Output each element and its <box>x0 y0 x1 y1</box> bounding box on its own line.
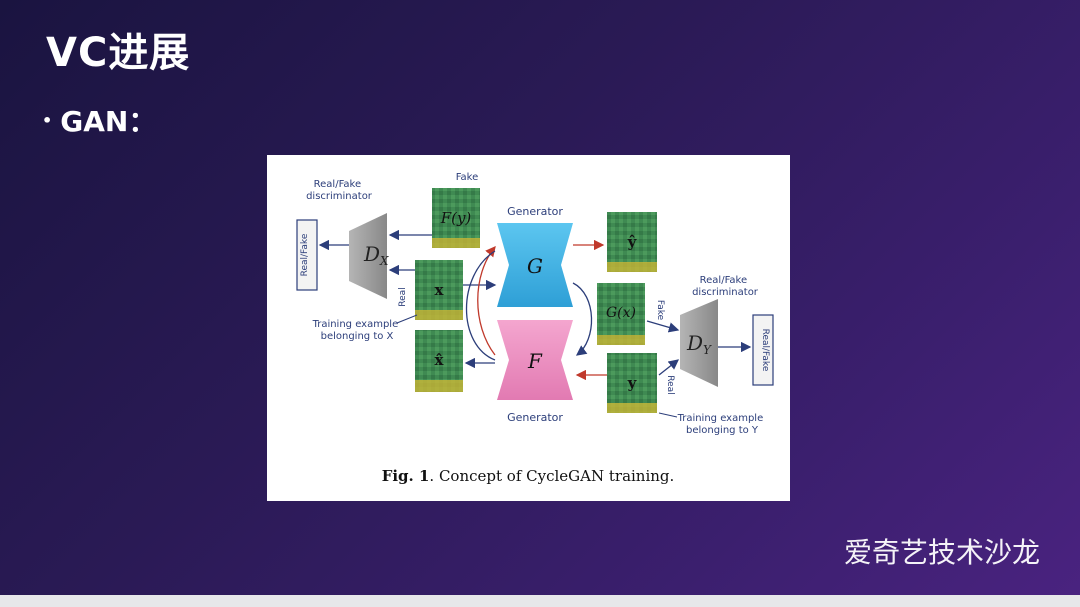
spectrogram-gx <box>597 283 645 345</box>
x-hat-label: x̂ <box>435 351 445 369</box>
training-x-label: Training example belonging to X <box>312 319 402 342</box>
gx-label: G(x) <box>606 305 636 321</box>
right-real-fake-box <box>752 314 774 386</box>
generator-top-label: Generator <box>507 205 563 218</box>
discriminator-dy <box>680 299 718 387</box>
fake-right-label: Fake <box>655 300 665 321</box>
training-y-label: Training example belonging to Y <box>677 413 767 436</box>
bullet-item: • GAN： <box>42 100 156 140</box>
figure-caption: Fig. 1. Concept of CycleGAN training. <box>382 467 675 485</box>
arrow-f-fy <box>477 245 496 356</box>
real-right-label: Real <box>665 375 675 394</box>
real-left-label: Real <box>398 287 408 306</box>
discriminator-dx <box>349 213 387 299</box>
left-real-fake-label: Real/Fake <box>300 233 310 276</box>
left-discriminator-caption: Real/Fake discriminator <box>306 179 373 202</box>
left-real-fake-box <box>296 219 318 291</box>
dx-label: DX <box>363 242 389 268</box>
generator-g <box>497 223 573 307</box>
y-real-label: y <box>627 374 638 392</box>
arrow-gx-dy <box>646 320 680 333</box>
watermark-brand: 爱奇艺技术沙龙 <box>843 536 1040 569</box>
bullet-marker: • <box>42 110 53 130</box>
right-discriminator-caption: Real/Fake discriminator <box>692 275 759 298</box>
arrow-y-dy <box>658 359 680 376</box>
generator-bottom-label: Generator <box>507 411 563 424</box>
bottom-strip <box>0 595 1080 607</box>
x-label: x <box>435 281 445 299</box>
cyclegan-diagram: Real/Fake DX Real/Fake discriminator F(y… <box>296 172 774 485</box>
fake-top-label: Fake <box>456 172 479 183</box>
cyclegan-figure: Real/Fake DX Real/Fake discriminator F(y… <box>267 155 790 501</box>
dy-label: DY <box>686 331 712 357</box>
y-hat-label: ŷ <box>627 233 638 251</box>
slide-title: VC进展 <box>46 30 191 76</box>
generator-f <box>497 320 573 400</box>
fy-label: F(y) <box>440 209 472 227</box>
f-label: F <box>527 349 543 373</box>
g-label: G <box>527 254 543 278</box>
arrow-g-f-cycle <box>572 282 593 356</box>
bullet-text: GAN： <box>60 105 157 138</box>
right-real-fake-label: Real/Fake <box>760 329 770 372</box>
arrow-g-curve <box>466 250 496 361</box>
